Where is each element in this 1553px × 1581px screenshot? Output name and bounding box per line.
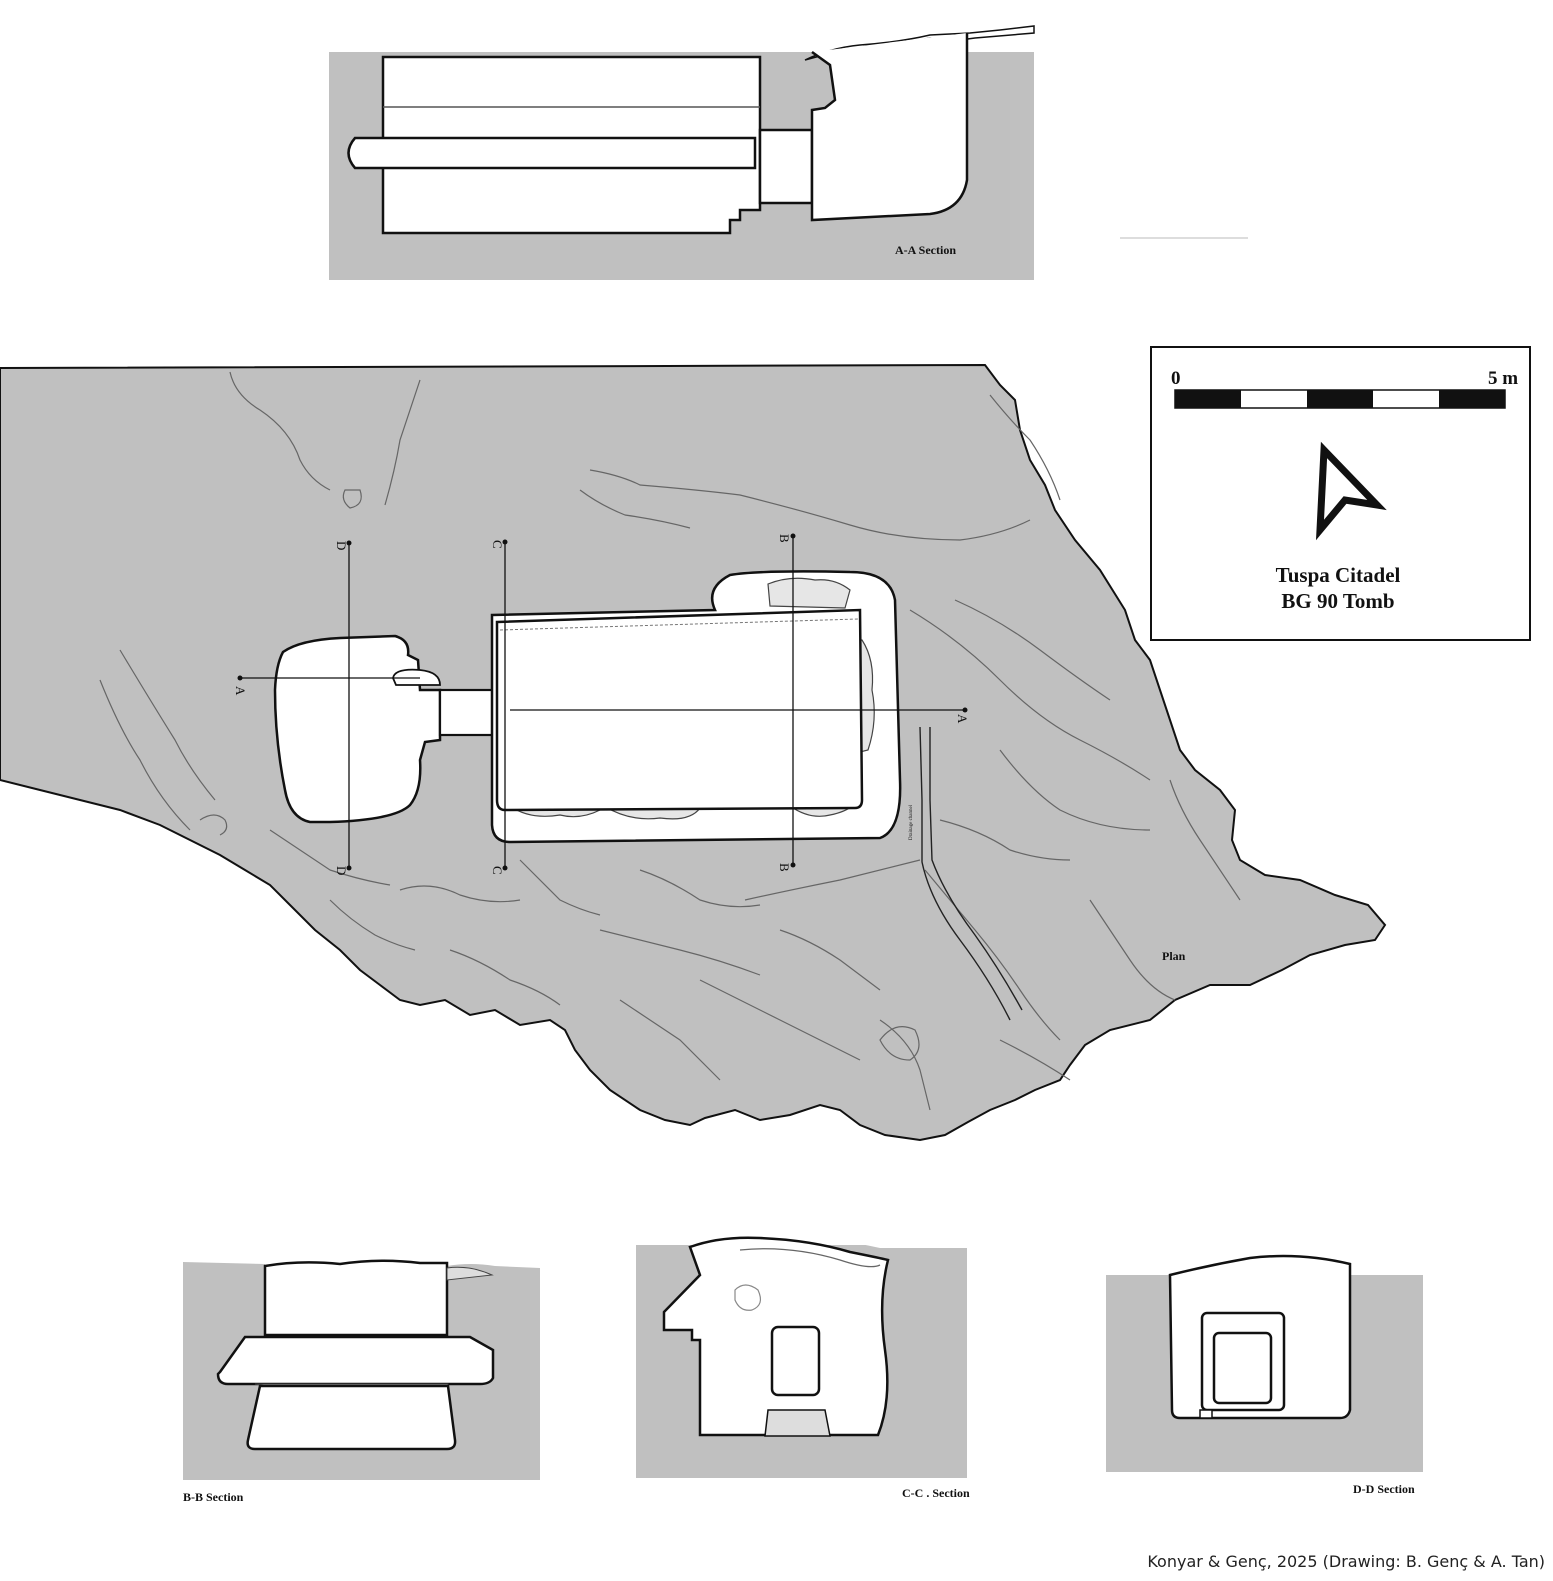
marker-d-bottom: D — [334, 866, 349, 875]
marker-c-top: C — [490, 540, 505, 549]
title-line1: Tuspa Citadel — [1276, 563, 1401, 587]
title-line2: BG 90 Tomb — [1281, 589, 1394, 613]
bb-bench — [216, 1335, 495, 1386]
dd-doorway — [1212, 1331, 1273, 1405]
rock-cracks — [99, 371, 1241, 1111]
plan: Drainage channel — [0, 363, 1387, 1142]
section-endpoints — [237, 533, 968, 871]
marker-a-left: A — [233, 686, 248, 696]
drainage-channel-label: Drainage channel — [909, 804, 914, 840]
section-lines — [240, 536, 965, 868]
cc-section: C-C . Section — [636, 1233, 970, 1500]
dd-section-label: D-D Section — [1353, 1482, 1415, 1496]
drainage-channel — [919, 726, 1023, 1021]
marker-a-right: A — [955, 714, 970, 724]
scale-bar — [1174, 389, 1506, 409]
aa-passage — [758, 128, 814, 205]
bb-section: B-B Section — [183, 1259, 540, 1504]
aa-section: A-A Section — [329, 25, 1035, 280]
credit-text: Konyar & Genç, 2025 (Drawing: B. Genç & … — [1147, 1552, 1545, 1571]
plan-antechamber — [273, 634, 442, 824]
marker-b-bottom: B — [777, 863, 792, 872]
section-markers: A A D D C C B B — [233, 534, 970, 875]
cc-section-label: C-C . Section — [902, 1486, 970, 1500]
north-arrow-icon — [1315, 441, 1387, 541]
bb-section-label: B-B Section — [183, 1490, 244, 1504]
aa-bench — [347, 136, 757, 170]
scale-end-label: 5 m — [1488, 368, 1518, 389]
plan-label: Plan — [1162, 949, 1186, 963]
plan-passage — [438, 688, 497, 737]
legend-box: 0 5 m Tuspa Citadel BG 90 Tomb — [1150, 346, 1531, 641]
marker-b-top: B — [777, 534, 792, 543]
cc-doorway — [770, 1325, 821, 1397]
scale-start-label: 0 — [1171, 368, 1181, 389]
marker-d-top: D — [334, 541, 349, 550]
marker-c-bottom: C — [490, 866, 505, 875]
aa-section-label: A-A Section — [895, 243, 956, 257]
aa-antechamber — [810, 33, 969, 222]
dd-section: D-D Section — [1106, 1254, 1423, 1496]
